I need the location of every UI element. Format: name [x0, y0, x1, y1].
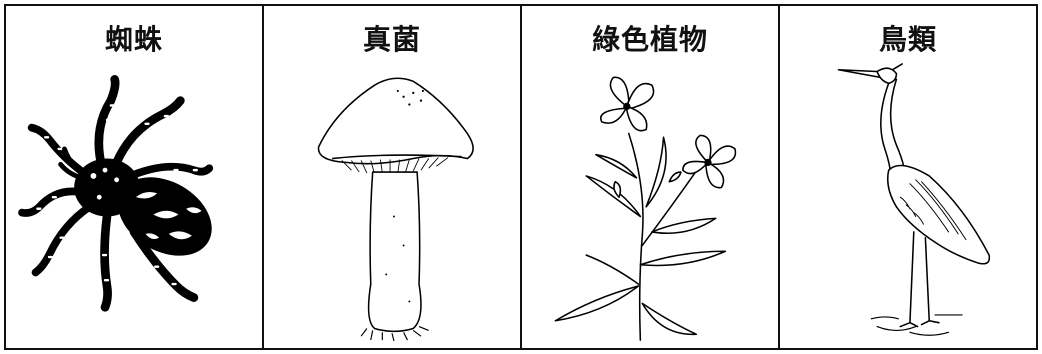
mushroom-icon	[264, 62, 520, 342]
green-plant-icon	[522, 62, 778, 342]
panel-label: 真菌	[362, 23, 421, 56]
organism-grid: 蜘蛛	[4, 4, 1038, 350]
panel-spider: 蜘蛛	[6, 6, 264, 348]
spider-icon	[6, 62, 262, 342]
panel-label: 鳥類	[878, 23, 937, 56]
panel-bird: 鳥類	[780, 6, 1036, 348]
panel-label: 綠色植物	[591, 23, 708, 56]
panel-fungus: 真菌	[264, 6, 522, 348]
panel-label: 蜘蛛	[104, 23, 163, 56]
heron-bird-icon	[780, 62, 1036, 342]
panel-green-plant: 綠色植物	[522, 6, 780, 348]
